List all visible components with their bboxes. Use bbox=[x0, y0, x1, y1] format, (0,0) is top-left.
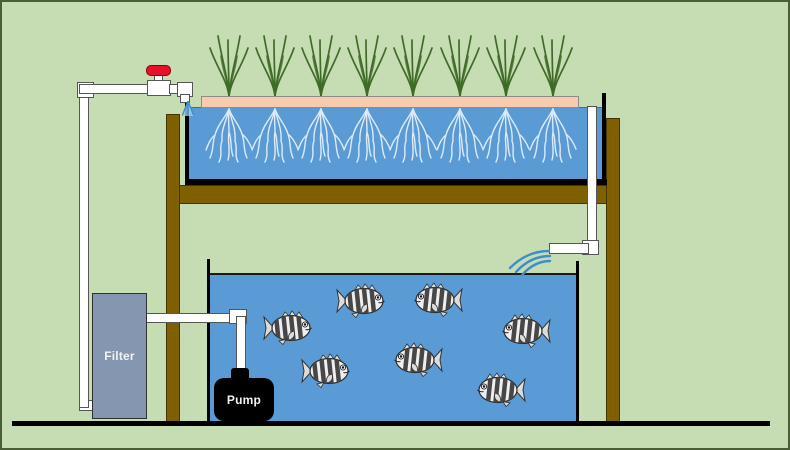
growbed-raft bbox=[201, 96, 579, 108]
growbed-right-wall bbox=[602, 93, 606, 185]
bed-inlet-stub bbox=[180, 94, 190, 103]
filter-label: Filter bbox=[104, 349, 135, 363]
plant-icon bbox=[347, 35, 387, 96]
ground-line bbox=[12, 421, 770, 426]
tank-right-wall bbox=[576, 261, 579, 422]
plant-icon bbox=[440, 35, 480, 96]
plant-icon bbox=[533, 35, 573, 96]
bed-inlet-spray-icon bbox=[181, 101, 195, 117]
pump: Pump bbox=[214, 378, 274, 421]
pump-to-filter-pipe bbox=[145, 313, 235, 323]
stand-right-post bbox=[606, 118, 620, 422]
valve-handle-icon bbox=[146, 65, 171, 76]
stand-left-post bbox=[166, 114, 180, 422]
pump-label: Pump bbox=[226, 392, 262, 407]
filter: Filter bbox=[92, 293, 147, 419]
drain-standpipe bbox=[587, 106, 597, 246]
plant-icon bbox=[255, 35, 295, 96]
plant-icon bbox=[486, 35, 526, 96]
drain-outlet-pipe bbox=[549, 243, 589, 254]
growbed-bottom bbox=[185, 179, 607, 185]
plant-icon bbox=[393, 35, 433, 96]
pump-outlet-pipe bbox=[236, 316, 246, 372]
drain-water-spray-icon bbox=[508, 249, 552, 277]
growbed-left-wall bbox=[185, 96, 189, 185]
top-supply-pipe bbox=[79, 84, 153, 94]
riser-pipe bbox=[79, 86, 89, 408]
growbed-water bbox=[189, 107, 602, 179]
plant-icon bbox=[209, 35, 249, 96]
valve-body bbox=[147, 80, 171, 96]
tank-left-wall bbox=[207, 259, 210, 422]
stand-beam bbox=[166, 185, 620, 204]
plant-icon bbox=[301, 35, 341, 96]
